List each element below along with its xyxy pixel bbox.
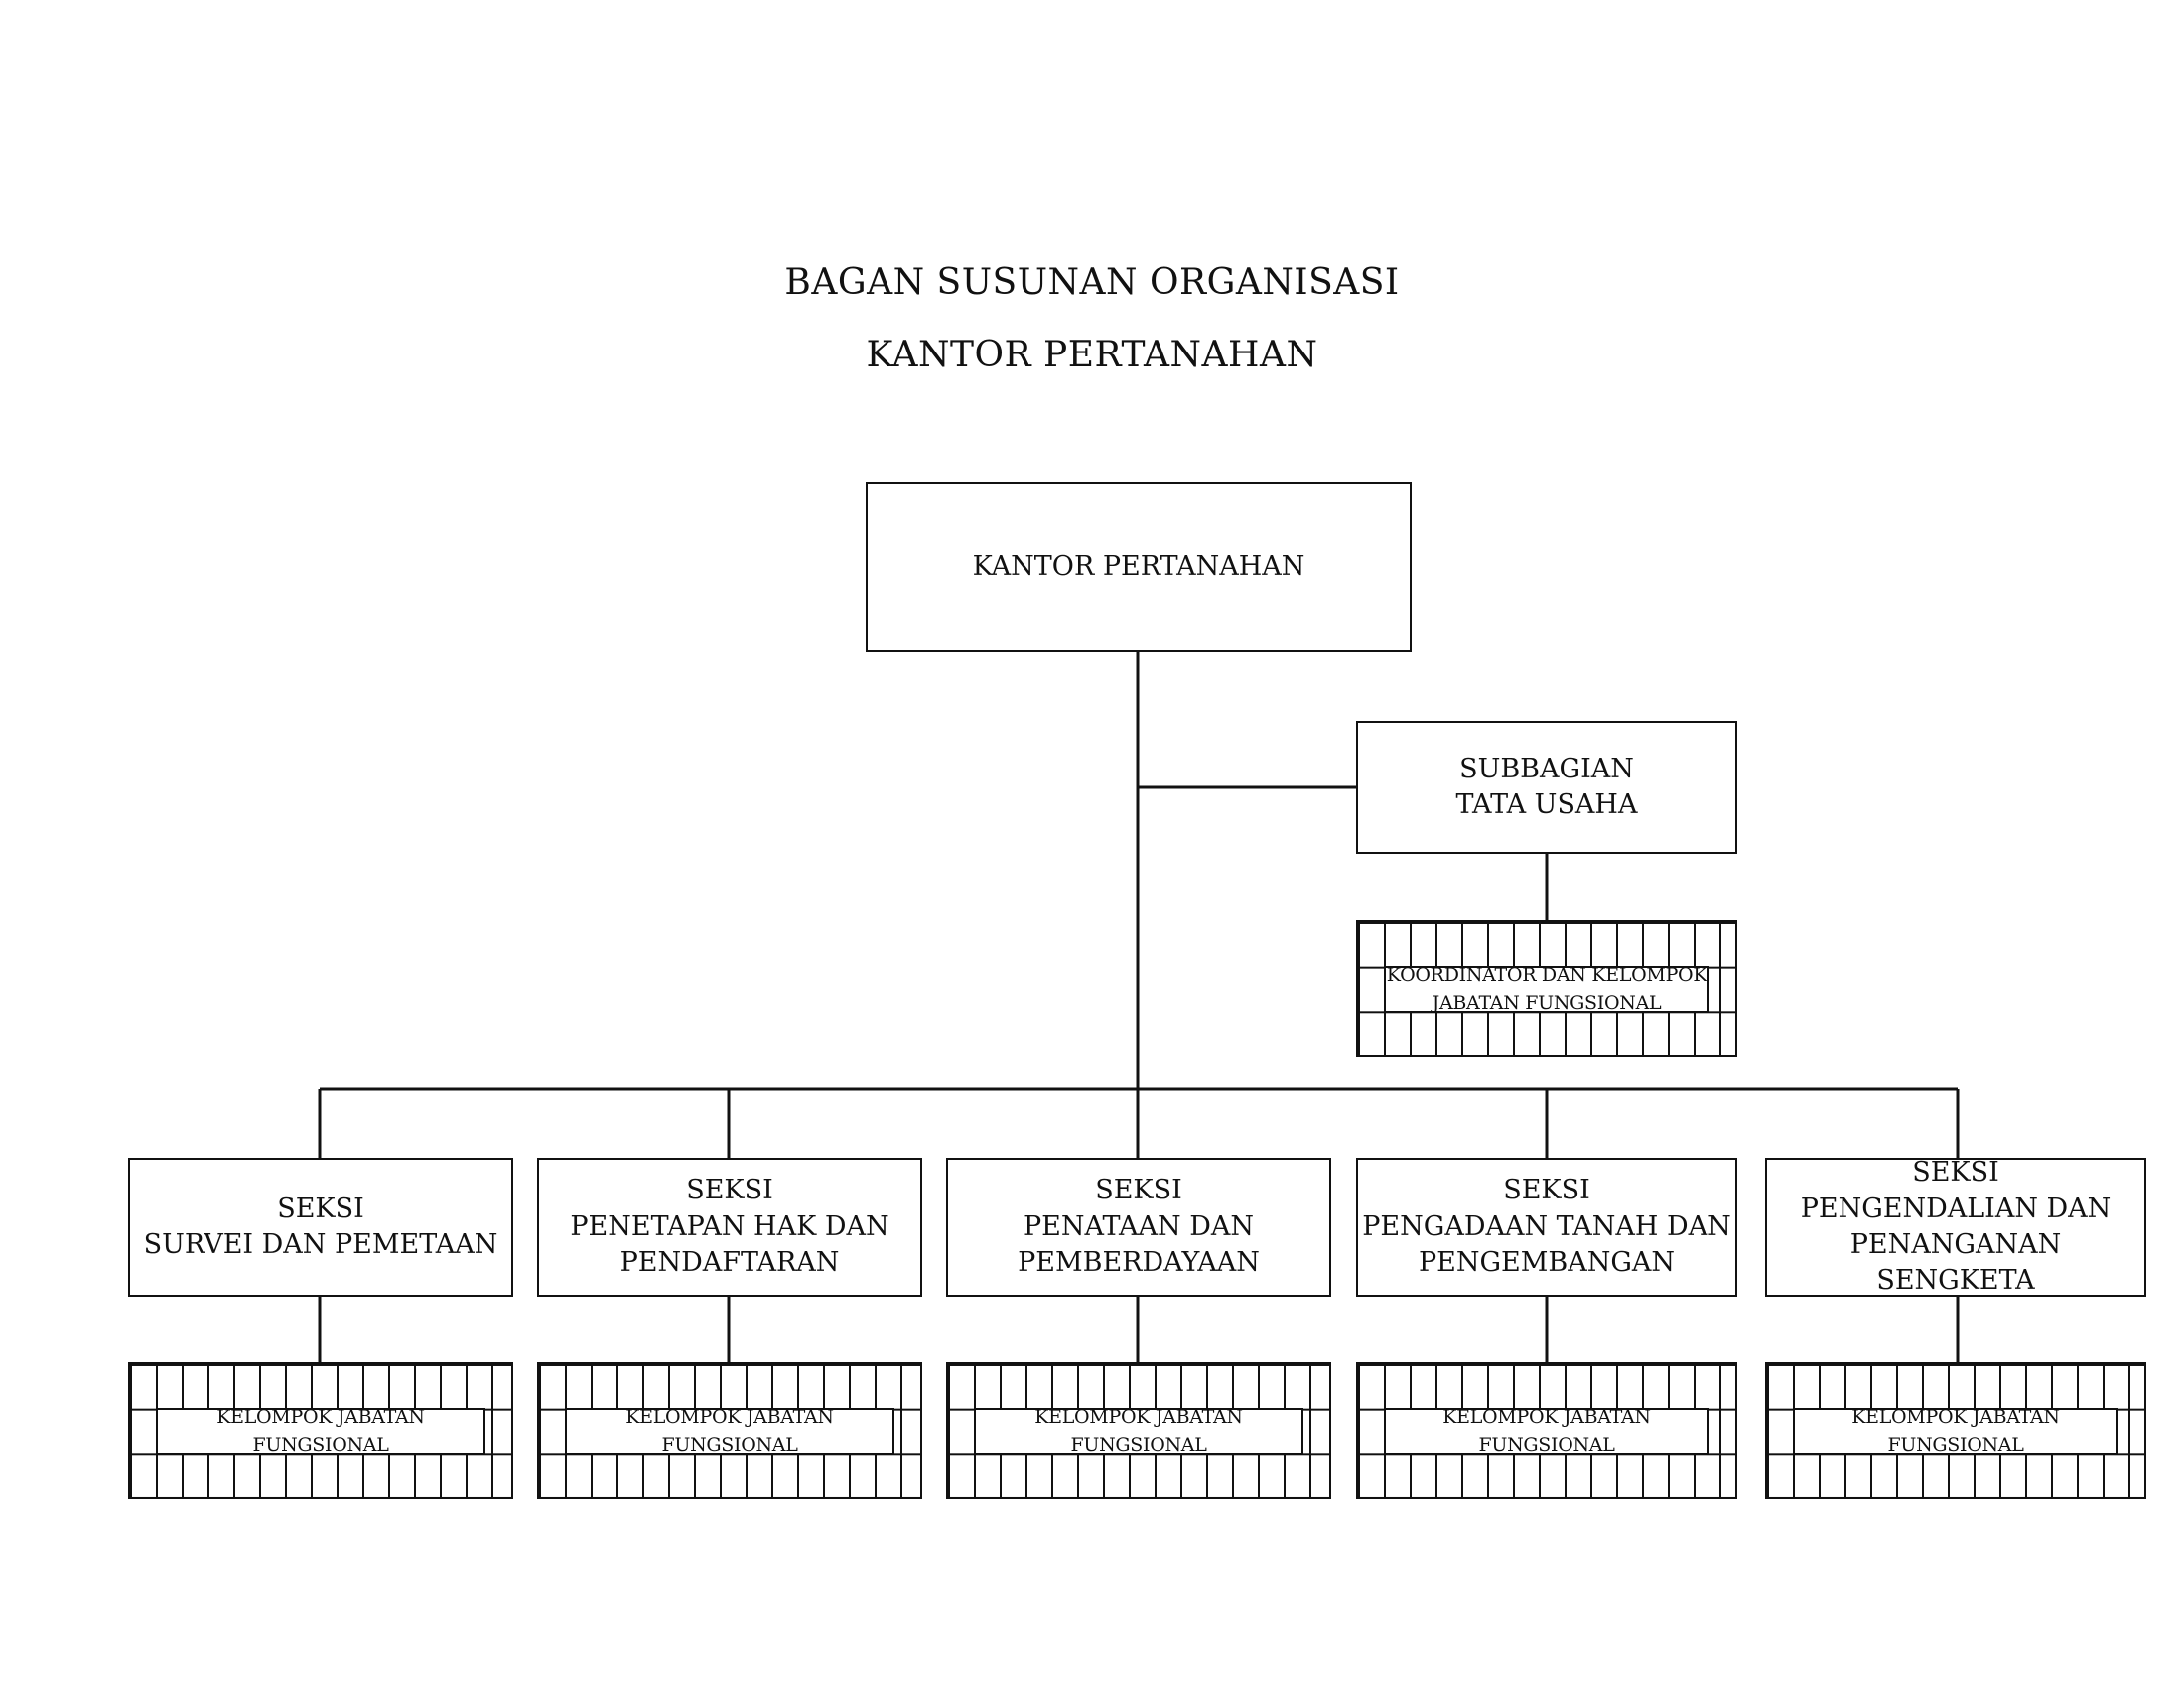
functional-group-box-4: KELOMPOK JABATAN FUNGSIONAL [1356,1362,1737,1499]
koordinator-label-area: KOORDINATOR DAN KELOMPOK JABATAN FUNGSIO… [1384,964,1709,1014]
head-office-label: KANTOR PERTANAHAN [972,550,1305,582]
functional-group-label-area: KELOMPOK JABATAN FUNGSIONAL [156,1406,485,1456]
section-line2: SURVEI DAN PEMETAAN [143,1229,498,1260]
functional-group-line2: FUNGSIONAL [1070,1433,1207,1456]
chart-subtitle: KANTOR PERTANAHAN [866,335,1318,375]
functional-group-line2: FUNGSIONAL [1478,1433,1615,1456]
section-line3: PEMBERDAYAAN [1018,1247,1260,1279]
section-line3: PENGEMBANGAN [1418,1247,1676,1279]
functional-group-label-area: KELOMPOK JABATAN FUNGSIONAL [1384,1406,1709,1456]
functional-group-label-area: KELOMPOK JABATAN FUNGSIONAL [1793,1406,2118,1456]
section-line1: SEKSI [1503,1175,1590,1206]
section-line3: PENANGANAN SENGKETA [1849,1229,2062,1297]
subbagian-line2: TATA USAHA [1455,789,1638,820]
koordinator-line2: JABATAN FUNGSIONAL [1432,991,1662,1014]
functional-group-box-1: KELOMPOK JABATAN FUNGSIONAL [128,1362,513,1499]
functional-group-line1: KELOMPOK JABATAN [625,1405,834,1428]
functional-group-label-area: KELOMPOK JABATAN FUNGSIONAL [974,1406,1303,1456]
functional-group-box-2: KELOMPOK JABATAN FUNGSIONAL [537,1362,922,1499]
functional-group-line1: KELOMPOK JABATAN [1851,1405,2060,1428]
head-office-box: KANTOR PERTANAHAN [866,482,1412,652]
functional-group-box-3: KELOMPOK JABATAN FUNGSIONAL [946,1362,1331,1499]
functional-group-label-area: KELOMPOK JABATAN FUNGSIONAL [565,1406,894,1456]
section-line1: SEKSI [1095,1175,1182,1206]
section-line2: PENGENDALIAN DAN [1800,1193,2112,1224]
section-line1: SEKSI [1912,1157,1999,1189]
subbagian-box: SUBBAGIAN TATA USAHA [1356,721,1737,854]
subbagian-line1: SUBBAGIAN [1459,753,1634,784]
section-box-pengadaan: SEKSI PENGADAAN TANAH DAN PENGEMBANGAN [1356,1158,1737,1297]
chart-title: BAGAN SUSUNAN ORGANISASI [784,262,1400,303]
section-box-pengendalian: SEKSI PENGENDALIAN DAN PENANGANAN SENGKE… [1765,1157,2146,1297]
functional-group-line2: FUNGSIONAL [661,1433,798,1456]
section-box-survei: SEKSI SURVEI DAN PEMETAAN [128,1158,513,1297]
section-line1: SEKSI [277,1193,364,1224]
functional-group-line1: KELOMPOK JABATAN [1034,1405,1243,1428]
section-line2: PENETAPAN HAK DAN [570,1210,889,1242]
section-line1: SEKSI [686,1175,773,1206]
koordinator-line1: KOORDINATOR DAN KELOMPOK [1386,963,1707,986]
functional-group-box-5: KELOMPOK JABATAN FUNGSIONAL [1765,1362,2146,1499]
koordinator-box: KOORDINATOR DAN KELOMPOK JABATAN FUNGSIO… [1356,920,1737,1057]
section-box-penetapan: SEKSI PENETAPAN HAK DAN PENDAFTARAN [537,1158,922,1297]
section-line3: PENDAFTARAN [619,1247,840,1279]
section-box-penataan: SEKSI PENATAAN DAN PEMBERDAYAAN [946,1158,1331,1297]
functional-group-line1: KELOMPOK JABATAN [216,1405,425,1428]
section-line2: PENATAAN DAN [1023,1210,1255,1242]
functional-group-line1: KELOMPOK JABATAN [1442,1405,1651,1428]
functional-group-line2: FUNGSIONAL [1887,1433,2024,1456]
section-line2: PENGADAAN TANAH DAN [1362,1210,1731,1242]
functional-group-line2: FUNGSIONAL [252,1433,389,1456]
